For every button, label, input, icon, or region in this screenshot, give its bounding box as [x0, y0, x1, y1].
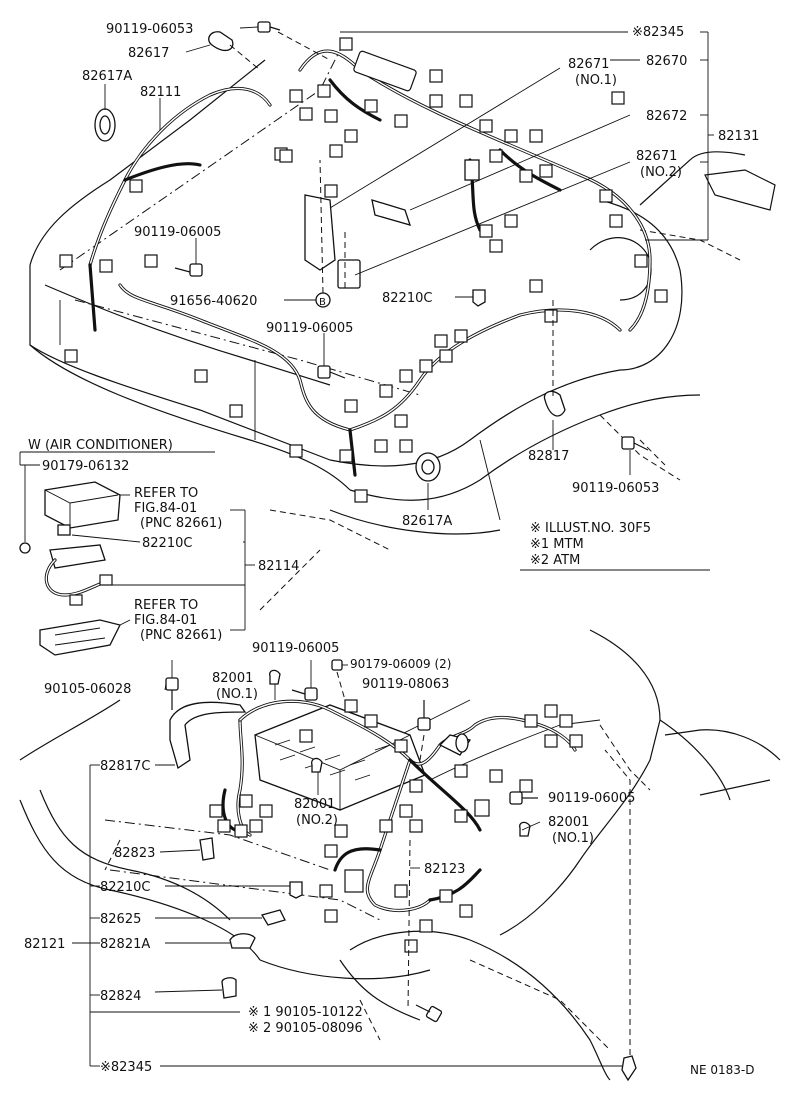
bolt-90105-06028 — [165, 677, 179, 710]
marker-b: B — [315, 292, 331, 308]
label-82123: 82123 — [424, 862, 465, 877]
label-82821A: 82821A — [100, 937, 150, 952]
label-82131: 82131 — [718, 129, 759, 144]
bolt-90119-06005-a — [174, 263, 203, 277]
label-82001-no1-b-sub: (NO.1) — [552, 831, 594, 846]
label-w-air-conditioner: W (AIR CONDITIONER) — [28, 438, 173, 453]
bolt-90119-08063 — [417, 700, 431, 731]
label-fig-2: FIG.84-01 — [134, 613, 197, 628]
legend: ※ ILLUST.NO. 30F5 ※1 MTM ※2 ATM — [520, 521, 710, 571]
label-90119-06005-b: 90119-06005 — [266, 321, 353, 336]
clip-82210C-bottom — [289, 881, 303, 899]
label-82672: 82672 — [646, 109, 687, 124]
nut-90179-06009 — [331, 659, 343, 671]
label-star2-90105-08096: ※ 2 90105-08096 — [248, 1021, 363, 1036]
clip-82625 — [261, 909, 286, 926]
label-90119-06005-d: 90119-06005 — [548, 791, 635, 806]
harness-connectors-bottom — [209, 699, 583, 953]
label-refer-to-2: REFER TO — [134, 598, 198, 613]
label-pnc-1: (PNC 82661) — [140, 516, 222, 531]
air-conditioner-subassembly — [19, 451, 321, 656]
label-82617A-top: 82617A — [82, 69, 132, 84]
bolt-90119-06005-d — [509, 791, 538, 805]
cover-82824 — [221, 977, 237, 999]
clamp-82817 — [543, 390, 566, 417]
label-82111: 82111 — [140, 85, 181, 100]
bolt-90119-06005-c — [291, 687, 318, 701]
clamp-82001-no1-a — [269, 669, 281, 685]
harness-connectors-top — [59, 37, 668, 503]
label-82671-no1-sub: (NO.1) — [575, 73, 617, 88]
label-82345-top: ※82345 — [632, 25, 684, 40]
bolt-90119-06053-right — [621, 436, 649, 451]
label-82001-no1-b: 82001 — [548, 815, 589, 830]
legend-row-3: ※2 ATM — [530, 553, 580, 568]
clip-82210C-top — [472, 289, 486, 307]
parts-bottom — [165, 659, 637, 1082]
label-82817: 82817 — [528, 449, 569, 464]
label-82817C: 82817C — [100, 759, 150, 774]
clip-82823 — [199, 837, 215, 861]
label-pnc-2: (PNC 82661) — [140, 628, 222, 643]
label-refer-to-1: REFER TO — [134, 486, 198, 501]
vehicle-body-outline-top — [29, 39, 776, 551]
label-90119-06053-right: 90119-06053 — [572, 481, 659, 496]
clamp-82617 — [208, 31, 234, 52]
label-fig-1: FIG.84-01 — [134, 501, 197, 516]
clamp-82001-no2 — [311, 757, 323, 773]
bracket-82817C — [169, 701, 247, 770]
label-82210C-left: 82210C — [142, 536, 192, 551]
label-82001-no2: 82001 — [294, 797, 335, 812]
bolt-90119-06053-top — [257, 21, 281, 33]
label-90179-06132: 90179-06132 — [42, 459, 129, 474]
label-90119-06005-c: 90119-06005 — [252, 641, 339, 656]
label-82823: 82823 — [114, 846, 155, 861]
label-82670: 82670 — [646, 54, 687, 69]
label-82121: 82121 — [24, 937, 65, 952]
leader-lines-top — [104, 26, 714, 510]
part-labels: 90119-06053 82617 82617A 82111 ※82345 82… — [24, 22, 759, 1077]
harness-tube-right — [438, 733, 472, 756]
figure-code: NE 0183-D — [690, 1063, 754, 1077]
bolt-90105-10122 — [415, 1004, 443, 1023]
label-82210C-bottom: 82210C — [100, 880, 150, 895]
label-90119-08063: 90119-08063 — [362, 677, 449, 692]
label-82114: 82114 — [258, 559, 299, 574]
label-82001-no2-sub: (NO.2) — [296, 813, 338, 828]
b-marker-text: B — [319, 297, 326, 308]
clip-82821A — [229, 933, 256, 949]
label-82001-no1-a-sub: (NO.1) — [216, 687, 258, 702]
label-82001-no1-a: 82001 — [212, 671, 253, 686]
bracket-82671-82672 — [304, 159, 480, 289]
label-91656-40620: 91656-40620 — [170, 294, 257, 309]
harness-82121 — [221, 699, 577, 913]
legend-row-2: ※1 MTM — [530, 537, 584, 552]
label-82671-no2-sub: (NO.2) — [640, 165, 682, 180]
legend-row-1: ※ ILLUST.NO. 30F5 — [530, 521, 651, 536]
label-82617A-mid: 82617A — [402, 514, 452, 529]
label-82671-no1: 82671 — [568, 57, 609, 72]
label-90119-06005-a: 90119-06005 — [134, 225, 221, 240]
label-82210C-top: 82210C — [382, 291, 432, 306]
label-82824: 82824 — [100, 989, 141, 1004]
label-82671-no2: 82671 — [636, 149, 677, 164]
label-82345-bottom: ※82345 — [100, 1060, 152, 1075]
leader-lines-bottom — [72, 660, 651, 1067]
label-90119-06053-top: 90119-06053 — [106, 22, 193, 37]
label-star1-90105-10122: ※ 1 90105-10122 — [248, 1005, 363, 1020]
parts-top: B — [94, 21, 649, 482]
label-90105-06028: 90105-06028 — [44, 682, 131, 697]
grommet-82617A-top — [94, 108, 116, 142]
grommet-82617A-mid — [415, 452, 441, 482]
label-82625: 82625 — [100, 912, 141, 927]
label-82617: 82617 — [128, 46, 169, 61]
label-90179-06009: 90179-06009 (2) — [350, 657, 452, 671]
sensor-82345-bottom — [621, 1055, 637, 1082]
engine-block — [254, 704, 426, 811]
